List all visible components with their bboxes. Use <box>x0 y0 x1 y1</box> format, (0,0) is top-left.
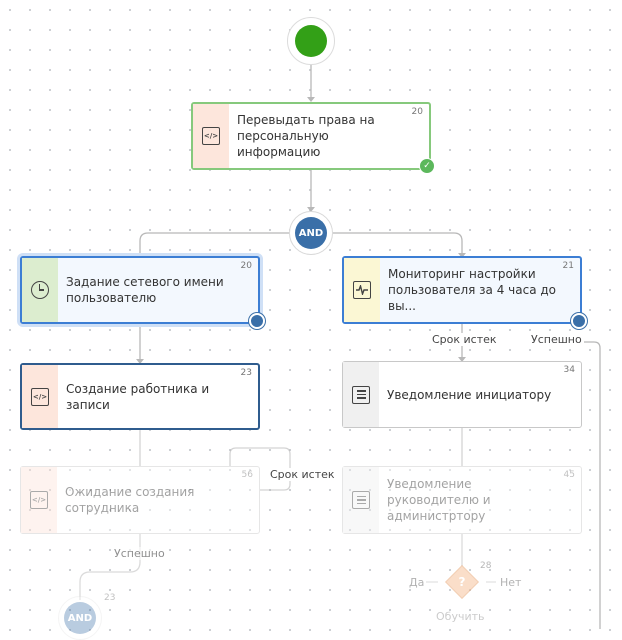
decision-number: 28 <box>480 561 492 571</box>
edge-and-task <box>139 232 289 256</box>
edge-label-success: Успешно <box>529 333 584 346</box>
document-icon <box>352 491 370 509</box>
connector-handle[interactable] <box>249 313 265 329</box>
node-rights-number: 20 <box>411 107 423 117</box>
node-manager[interactable]: Уведомление руководителю и администртору… <box>342 466 582 534</box>
edge-wait-success <box>79 534 141 600</box>
edge-label-expired-loop: Срок истек <box>268 468 337 481</box>
edge-and-monitor <box>333 232 463 256</box>
connector-handle[interactable] <box>571 313 587 329</box>
node-notify[interactable]: Уведомление инициатору 34 <box>342 361 582 428</box>
code-icon: </> <box>31 387 49 406</box>
node-create-label: Создание работника и записи <box>66 381 210 412</box>
question-icon: ? <box>458 575 466 589</box>
node-notify-label: Уведомление инициатору <box>387 387 552 402</box>
document-icon <box>352 385 370 404</box>
node-monitor[interactable]: Мониторинг настройки пользователя за 4 ч… <box>342 256 587 329</box>
node-rights[interactable]: </> Перевыдать права на персональную инф… <box>191 102 435 174</box>
code-icon: </> <box>30 491 48 509</box>
check-icon: ✓ <box>419 158 435 174</box>
edge-label-success-wait: Успешно <box>112 547 167 560</box>
node-notify-number: 34 <box>563 365 575 375</box>
and-gateway-bottom[interactable]: AND <box>58 596 102 640</box>
node-monitor-label: Мониторинг настройки пользователя за 4 ч… <box>388 267 556 313</box>
and-gateway-label: AND <box>295 217 327 249</box>
decision-caption: Обучить <box>436 610 485 623</box>
node-create[interactable]: </> Создание работника и записи 23 <box>20 363 260 430</box>
node-wait-label: Ожидание создания сотрудника <box>65 485 195 515</box>
node-wait[interactable]: </> Ожидание создания сотрудника 56 <box>20 466 260 534</box>
start-event-circle <box>295 25 327 57</box>
node-task-number: 20 <box>240 261 252 271</box>
node-task-label: Задание сетевого имени пользователю <box>66 275 224 305</box>
monitor-wave-icon <box>353 281 371 299</box>
node-monitor-number: 21 <box>562 261 574 271</box>
and-gateway[interactable]: AND <box>289 211 333 255</box>
node-manager-label: Уведомление руководителю и администртору <box>387 477 491 523</box>
node-rights-label: Перевыдать права на персональную информа… <box>237 113 375 159</box>
edge-monitor-success <box>580 341 601 629</box>
decision-yes-label: Да <box>409 576 425 589</box>
edge-wait-loop <box>229 447 291 491</box>
start-event[interactable] <box>287 17 335 65</box>
and-gateway-bottom-number: 23 <box>104 593 116 603</box>
code-icon: </> <box>202 127 220 145</box>
edge-label-expired: Срок истек <box>430 333 499 346</box>
and-gateway-bottom-label: AND <box>64 602 96 634</box>
clock-icon <box>31 281 49 299</box>
node-task[interactable]: Задание сетевого имени пользователю 20 <box>20 256 265 329</box>
node-create-number: 23 <box>240 368 252 378</box>
node-wait-number: 56 <box>241 470 253 480</box>
decision-no-label: Нет <box>500 576 522 589</box>
node-manager-number: 45 <box>563 470 575 480</box>
